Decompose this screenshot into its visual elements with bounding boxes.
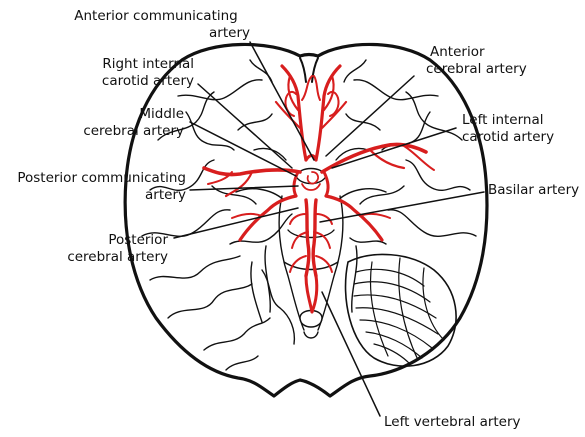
brain-folds bbox=[142, 60, 476, 370]
label-basilar-artery: Basilar artery bbox=[488, 182, 582, 199]
label-left-internal-carotid-artery: Left internal carotid artery bbox=[462, 112, 580, 146]
label-anterior-cerebral-artery: Anterior cerebral artery bbox=[426, 44, 556, 78]
cerebellum bbox=[346, 254, 457, 366]
leader-anterior-communicating bbox=[250, 42, 314, 160]
label-left-vertebral-artery: Left vertebral artery bbox=[384, 414, 544, 431]
leader-basilar bbox=[320, 192, 484, 222]
label-posterior-communicating-artery: Posterior communicating artery bbox=[8, 170, 186, 204]
leader-lines bbox=[174, 42, 484, 416]
label-posterior-cerebral-artery: Posterior cerebral artery bbox=[56, 232, 168, 266]
leader-right-internal-carotid bbox=[198, 84, 292, 168]
label-anterior-communicating-artery: Anterior communicating artery bbox=[62, 8, 250, 42]
label-right-internal-carotid-artery: Right internal carotid artery bbox=[84, 56, 194, 90]
label-middle-cerebral-artery: Middle cerebral artery bbox=[76, 106, 184, 140]
